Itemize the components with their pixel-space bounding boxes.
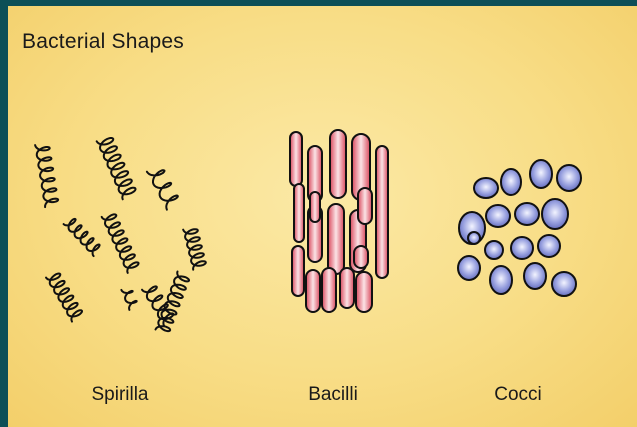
bacillus-cell	[376, 146, 388, 278]
spirillum-cell	[64, 219, 100, 256]
coccus-cell	[490, 266, 512, 294]
coccus-cell	[530, 160, 552, 188]
bacillus-cell	[322, 268, 336, 312]
spirillum-cell	[35, 145, 58, 207]
bacillus-cell	[340, 268, 354, 308]
spirillum-cell	[97, 138, 136, 199]
bacillus-cell	[294, 184, 304, 242]
coccus-cell	[485, 241, 503, 259]
cocci-label: Cocci	[494, 384, 542, 406]
coccus-cell	[486, 205, 510, 227]
bacteria-illustration	[8, 6, 637, 427]
bacillus-cell	[292, 246, 304, 296]
coccus-cell	[458, 256, 480, 280]
coccus-cell	[501, 169, 521, 195]
spirilla-label: Spirilla	[91, 384, 148, 406]
bacillus-cell	[358, 188, 372, 224]
bacillus-cell	[356, 272, 372, 312]
spirilla-icon	[35, 138, 206, 331]
coccus-cell	[542, 199, 568, 229]
coccus-cell	[511, 237, 533, 259]
coccus-cell	[515, 203, 539, 225]
bacillus-cell	[330, 130, 346, 198]
spirillum-cell	[142, 286, 173, 325]
bacilli-icon	[290, 130, 388, 312]
spirillum-cell	[121, 290, 136, 310]
coccus-cell	[468, 232, 480, 244]
coccus-cell	[474, 178, 498, 198]
coccus-cell	[538, 235, 560, 257]
coccus-cell	[557, 165, 581, 191]
spirillum-cell	[147, 170, 178, 210]
diagram-panel: Bacterial Shapes Spirilla Bacilli Cocci	[8, 6, 637, 427]
bacilli-label: Bacilli	[308, 384, 358, 406]
spirillum-cell	[102, 214, 139, 273]
bacillus-cell	[310, 192, 320, 222]
bacillus-cell	[328, 204, 344, 274]
bacillus-cell	[354, 246, 368, 268]
spirillum-cell	[183, 229, 206, 270]
bacillus-cell	[290, 132, 302, 186]
coccus-cell	[552, 272, 576, 296]
spirillum-cell	[156, 272, 190, 332]
coccus-cell	[524, 263, 546, 289]
bacillus-cell	[306, 270, 320, 312]
spirillum-cell	[46, 274, 82, 322]
cocci-icon	[458, 160, 581, 296]
